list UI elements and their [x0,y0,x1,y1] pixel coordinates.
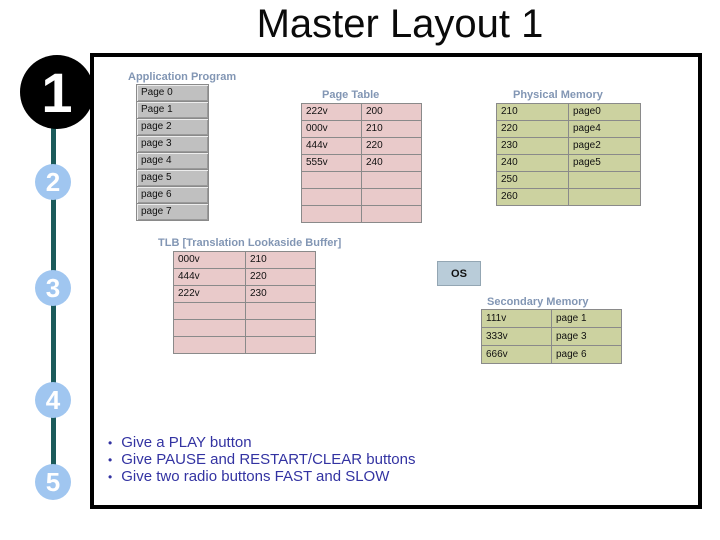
step-badge-3: 3 [35,270,71,306]
table-cell: 250 [497,172,569,189]
table-cell [246,303,316,320]
table-cell [174,320,246,337]
table-cell: page 1 [552,310,622,328]
table-cell: 222v [174,286,246,303]
table-cell: 222v [302,104,362,121]
table-cell: page5 [569,155,641,172]
table-cell: page0 [569,104,641,121]
table-cell: page 3 [137,136,209,153]
table-cell: 210 [497,104,569,121]
step-number: 5 [45,466,61,497]
table-cell: 230 [497,138,569,155]
step-number: 3 [45,272,61,303]
table-cell: 200 [362,104,422,121]
bullet-icon: • [108,436,113,450]
table-cell: 000v [174,252,246,269]
table-cell: 000v [302,121,362,138]
table-cell [362,189,422,206]
step-badge-2: 2 [35,164,71,200]
page-table-label: Page Table [322,89,380,101]
step-badge-1: 1 [20,55,94,129]
step-number: 2 [45,166,61,197]
bullet-text: Give two radio buttons FAST and SLOW [121,468,390,485]
table-cell: 220 [497,121,569,138]
table-cell: page 6 [137,187,209,204]
table-cell: page 6 [552,346,622,364]
application-program-label: Application Program [128,71,237,83]
bullet-icon: • [108,470,113,484]
table-cell: page4 [569,121,641,138]
table-cell: 220 [246,269,316,286]
bullet-text: Give PAUSE and RESTART/CLEAR buttons [121,451,416,468]
table-cell [569,189,641,206]
page-title: Master Layout 1 [256,2,544,46]
table-cell: 210 [362,121,422,138]
table-cell: 260 [497,189,569,206]
table-cell [569,172,641,189]
table-cell [362,206,422,223]
table-cell: page 3 [552,328,622,346]
table-cell: 555v [302,155,362,172]
bullet-icon: • [108,453,113,467]
secondary-memory-label: Secondary Memory [487,296,589,308]
step-badge-5: 5 [35,464,71,500]
table-cell: 220 [362,138,422,155]
table-cell: 666v [482,346,552,364]
table-cell [302,206,362,223]
requirements-list: • Give a PLAY button • Give PAUSE and RESTA… [108,434,416,485]
table-cell: page2 [569,138,641,155]
table-cell: 230 [246,286,316,303]
table-cell: page 4 [137,153,209,170]
physical-memory-label: Physical Memory [513,89,603,101]
os-button: OS [437,261,481,286]
table-cell: Page 1 [137,102,209,119]
table-cell: 333v [482,328,552,346]
tlb-label: TLB [Translation Lookaside Buffer] [158,237,342,249]
table-cell: 111v [482,310,552,328]
step-number: 1 [41,60,73,124]
bullet-item: • Give PAUSE and RESTART/CLEAR buttons [108,451,416,468]
table-cell [246,337,316,354]
bullet-item: • Give a PLAY button [108,434,416,451]
table-cell: 240 [497,155,569,172]
bullet-text: Give a PLAY button [121,434,252,451]
table-cell [246,320,316,337]
table-cell [302,189,362,206]
table-cell [302,172,362,189]
table-cell: page 5 [137,170,209,187]
table-cell: 444v [174,269,246,286]
table-cell: Page 0 [137,85,209,102]
step-badge-4: 4 [35,382,71,418]
table-cell: 210 [246,252,316,269]
table-cell [362,172,422,189]
table-cell: 444v [302,138,362,155]
table-cell: page 2 [137,119,209,136]
table-cell [174,337,246,354]
table-cell [174,303,246,320]
table-cell: page 7 [137,204,209,221]
table-cell: 240 [362,155,422,172]
step-number: 4 [45,384,61,415]
bullet-item: • Give two radio buttons FAST and SLOW [108,468,416,485]
